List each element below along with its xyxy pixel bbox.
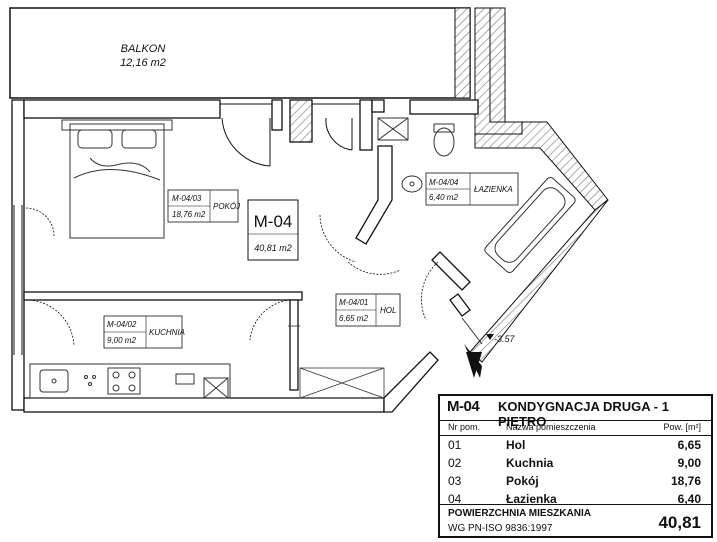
walls: [11, 99, 479, 413]
column-header: Nazwa pomieszczenia: [506, 422, 596, 432]
balcony-area: 12,16 m2: [120, 57, 166, 69]
bathroom-fixtures: [377, 117, 576, 274]
room-area: 18,76 m2: [172, 210, 206, 219]
total-value: 40,81: [658, 513, 701, 532]
room-code: M-04/02: [107, 320, 137, 329]
table-footer: POWIERZCHNIA MIESZKANIA WG PN-ISO 9836:1…: [440, 504, 711, 537]
room-label-lazienka: M-04/04 6,40 m2 ŁAZIENKA: [425, 172, 519, 206]
unit-area: 40,81 m2: [254, 243, 292, 253]
row-number: 02: [448, 456, 462, 470]
kitchen-fixtures: [29, 363, 231, 399]
table-unit-code: M-04: [447, 398, 480, 415]
row-name: Kuchnia: [506, 456, 554, 470]
row-area: 18,76: [670, 474, 701, 488]
table-row: 02 Kuchnia 9,00: [440, 454, 711, 472]
unit-label: M-04 40,81 m2: [247, 199, 299, 261]
row-name: Pokój: [506, 474, 539, 488]
left-window: [13, 205, 23, 355]
standard-label: WG PN-ISO 9836:1997: [448, 523, 553, 534]
door-swings: [25, 207, 439, 347]
room-label-hol: M-04/01 6,65 m2 HOL: [335, 293, 401, 327]
table-title: KONDYGNACJA DRUGA - 1 PIĘTRO: [498, 399, 669, 429]
table-row: 01 Hol 6,65: [440, 436, 711, 454]
table-body: 01 Hol 6,65 02 Kuchnia 9,00 03 Pokój 18,…: [440, 436, 711, 508]
entry-arrow: [461, 317, 483, 378]
row-name: Hol: [506, 438, 526, 452]
balcony-name: BALKON: [121, 43, 166, 55]
row-name: Łazienka: [506, 492, 557, 506]
column-header: Nr pom.: [448, 422, 481, 432]
room-area: 6,40 m2: [429, 193, 458, 202]
room-name: ŁAZIENKA: [474, 185, 513, 194]
room-label-kuchnia: M-04/02 9,00 m2 KUCHNIA: [103, 315, 185, 349]
area-table: M-04 KONDYGNACJA DRUGA - 1 PIĘTRO Nr pom…: [438, 394, 713, 538]
row-number: 04: [448, 492, 462, 506]
room-area: 6,65 m2: [339, 314, 368, 323]
room-code: M-04/04: [429, 178, 459, 187]
row-number: 01: [448, 438, 462, 452]
level-marker-text: -3.57: [494, 334, 516, 344]
table-row: 04 Łazienka 6,40: [440, 490, 711, 508]
table-header: M-04 KONDYGNACJA DRUGA - 1 PIĘTRO: [440, 396, 711, 429]
room-area: 9,00 m2: [107, 336, 136, 345]
room-name: POKÓJ: [213, 202, 241, 211]
row-area: 6,65: [677, 438, 701, 452]
room-code: M-04/01: [339, 298, 368, 307]
row-number: 03: [448, 474, 462, 488]
unit-code: M-04: [254, 212, 293, 231]
table-row: 03 Pokój 18,76: [440, 472, 711, 490]
row-area: 9,00: [677, 456, 701, 470]
room-code: M-04/03: [172, 194, 202, 203]
room-name: KUCHNIA: [149, 328, 185, 337]
bed: [61, 119, 173, 239]
room-label-pokoj: M-04/03 18,76 m2 POKÓJ: [167, 189, 241, 223]
row-area: 6,40: [677, 492, 701, 506]
level-marker: -3.57: [486, 334, 516, 344]
total-label: POWIERZCHNIA MIESZKANIA: [448, 508, 591, 519]
table-columns: Nr pom. Nazwa pomieszczenia Pow. [m²]: [440, 420, 711, 436]
balcony: [9, 7, 471, 99]
column-header: Pow. [m²]: [663, 422, 701, 432]
room-name: HOL: [380, 306, 396, 315]
balcony-doors: [220, 103, 360, 167]
hall-closet: [288, 325, 385, 399]
